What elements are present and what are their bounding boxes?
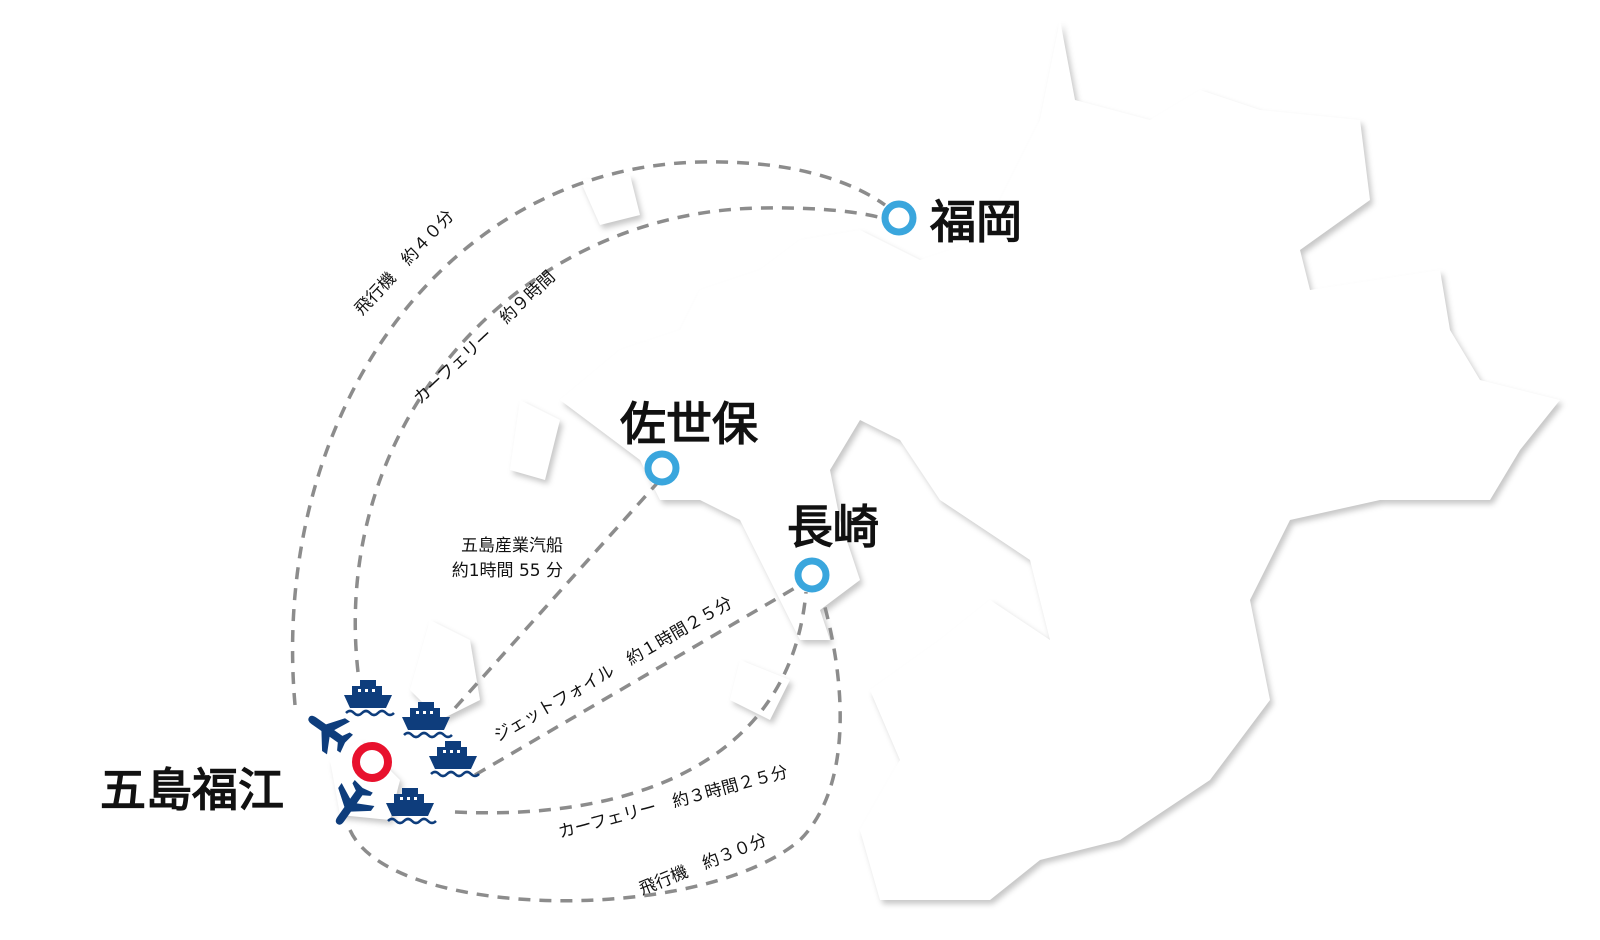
land-kyushu xyxy=(560,20,1560,900)
route-label-fukuoka-ferry: カーフェリー 約９時間 xyxy=(410,267,560,408)
fukuoka-marker[interactable] xyxy=(881,200,917,236)
ship-icon xyxy=(427,739,481,778)
city-label-nagasaki: 長崎 xyxy=(787,500,879,554)
route-label-sasebo-line2: 約1時間 55 分 xyxy=(452,561,563,581)
city-label-goto-fukue: 五島福江 xyxy=(100,763,284,817)
ship-icon xyxy=(342,678,396,717)
goto-fukue-marker[interactable] xyxy=(352,742,392,782)
route-label-nagasaki-jetfoil: ジェットフォイル 約１時間２５分 xyxy=(491,593,737,746)
route-sasebo-ship xyxy=(453,478,662,710)
route-fukuoka-ferry xyxy=(353,206,883,673)
route-fukuoka-plane xyxy=(290,160,887,706)
sasebo-marker[interactable] xyxy=(644,450,680,486)
route-label-fukuoka-plane: 飛行機 約４０分 xyxy=(351,206,458,319)
route-label-sasebo-line1: 五島産業汽船 xyxy=(461,536,563,556)
route-label-nagasaki-plane: 飛行機 約３０分 xyxy=(636,830,770,899)
route-nagasaki-ferry xyxy=(454,591,808,815)
nagasaki-marker[interactable] xyxy=(794,557,830,593)
city-label-fukuoka: 福岡 xyxy=(929,195,1022,249)
city-label-sasebo: 佐世保 xyxy=(619,397,759,451)
